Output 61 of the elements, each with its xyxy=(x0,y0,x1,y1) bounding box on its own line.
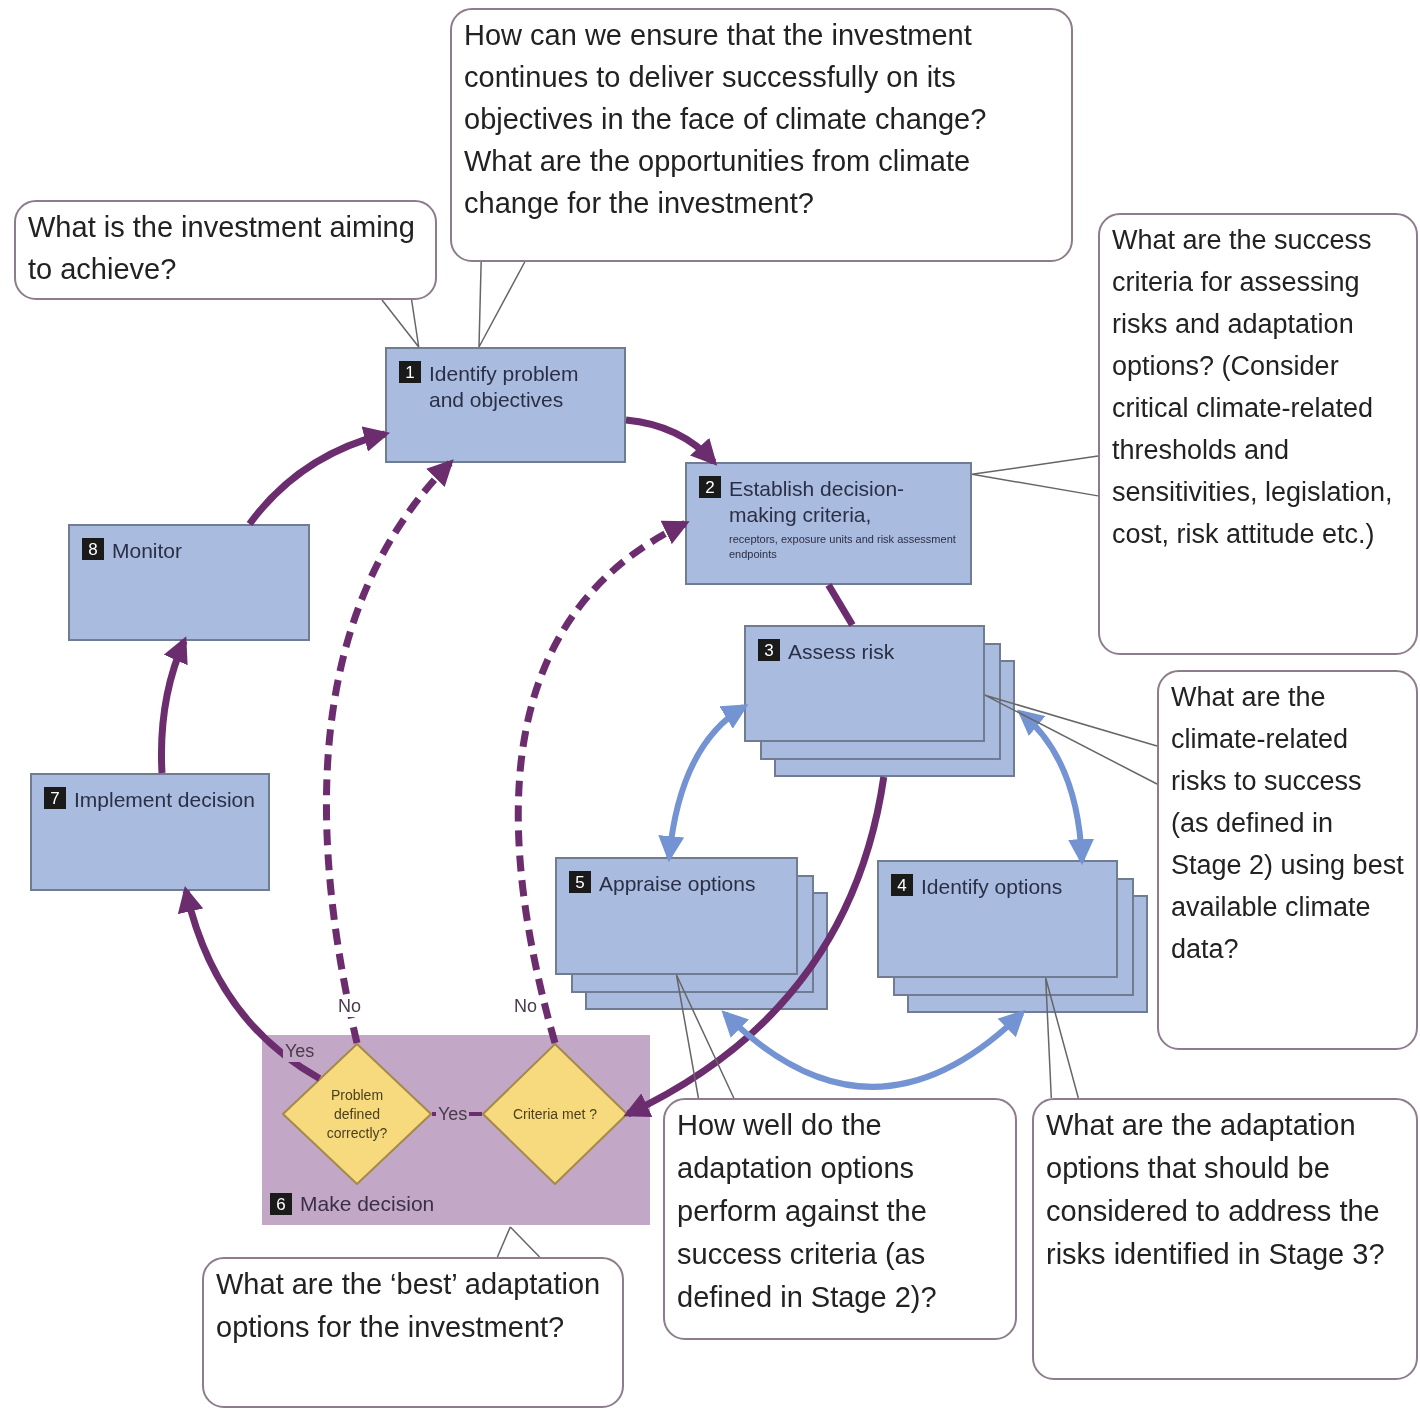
step-title: Monitor xyxy=(112,538,183,564)
step-number: 3 xyxy=(758,639,780,661)
step-number: 8 xyxy=(82,538,104,560)
diamond-label: Problem defined correctly? xyxy=(325,1085,389,1143)
arrow xyxy=(625,416,718,466)
arrow xyxy=(158,636,189,774)
arrow xyxy=(721,1009,1026,1090)
question-text: How well do the adaptation options perform against the success criteria (as defined in Stage 2)? xyxy=(677,1108,938,1315)
step-title: Appraise options xyxy=(599,871,756,897)
step-number: 1 xyxy=(399,361,421,383)
process-box xyxy=(68,524,310,641)
step-title: Establish decision-making criteria, xyxy=(729,476,906,528)
callout-tail xyxy=(478,261,526,348)
speech-bubble xyxy=(202,1257,624,1408)
arrow xyxy=(658,704,749,863)
process-box xyxy=(385,347,626,463)
step-title: Identify options xyxy=(921,874,1063,900)
step-title: Make decision xyxy=(300,1191,435,1217)
callout-tail xyxy=(1044,977,1080,1099)
step-title: Identify problem and objectives xyxy=(429,361,580,413)
question-text: How can we ensure that the investment continues to deliver successfully on its objectives in the face of climate change? xyxy=(464,18,988,137)
arrow xyxy=(246,427,390,527)
callout-tail xyxy=(496,1226,541,1258)
arrow xyxy=(623,776,888,1118)
question-text: What are the success criteria for assessing risks and adaptation options? (Consider critical climate-related thresholds and sensitivities, legislation, cost, risk attitude etc.) xyxy=(1112,224,1394,551)
question-text: What are the ‘best’ adaptation options for the investment? xyxy=(216,1267,602,1345)
decision-diamond xyxy=(482,1043,628,1185)
step-number: 4 xyxy=(891,874,913,896)
process-box xyxy=(30,773,270,891)
step-title: Assess risk xyxy=(788,639,895,665)
diamond-label: Criteria met ? xyxy=(512,1104,598,1124)
speech-bubble xyxy=(663,1098,1017,1340)
step-number: 6 xyxy=(270,1193,292,1215)
callout-tail xyxy=(381,299,420,348)
callout-tail xyxy=(971,455,1099,497)
question-text: What are the opportunities from climate change for the investment? xyxy=(464,144,972,221)
callout-tail xyxy=(984,694,1158,785)
arrow xyxy=(178,885,322,1082)
step-number: 7 xyxy=(44,787,66,809)
step-title: Implement decision xyxy=(74,787,255,813)
step-detail: receptors, exposure units and risk assessment endpoints xyxy=(729,532,957,562)
decision-diamond xyxy=(282,1043,432,1185)
speech-bubble xyxy=(1032,1098,1418,1380)
process-box xyxy=(877,860,1118,978)
arrow xyxy=(1017,709,1094,866)
speech-bubble xyxy=(1157,670,1418,1050)
step-number: 2 xyxy=(699,476,721,498)
process-box xyxy=(744,625,985,742)
speech-bubble xyxy=(1098,213,1418,655)
speech-bubble xyxy=(450,8,1073,262)
question-text: What is the investment aiming to achieve? xyxy=(28,210,416,287)
decision-panel xyxy=(262,1035,650,1225)
question-text: What are the adaptation options that should be considered to address the risks identified in Stage 3? xyxy=(1046,1108,1386,1272)
callout-tail xyxy=(675,974,735,1099)
arrow xyxy=(514,520,690,1044)
arrow xyxy=(323,459,454,1044)
step-number: 5 xyxy=(569,871,591,893)
process-box xyxy=(685,462,972,585)
process-box xyxy=(555,857,798,975)
question-text: What are the climate-related risks to success (as defined in Stage 2) using best available climate data? xyxy=(1171,681,1404,966)
speech-bubble xyxy=(14,200,437,300)
